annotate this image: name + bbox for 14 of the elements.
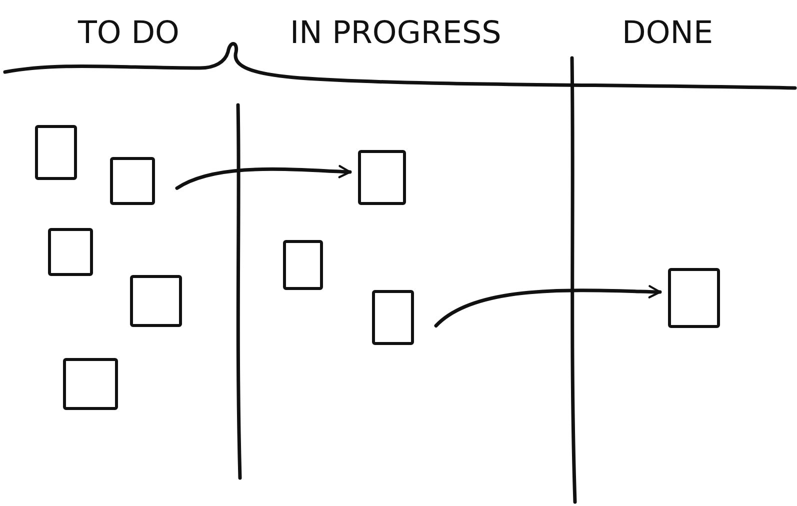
sticky-note-box [110,157,155,205]
column-heading: IN PROGRESS [290,18,502,49]
sticky-note-box [63,358,118,410]
sticky-note-box [48,228,93,276]
sticky-note-box [668,268,720,328]
sticky-note-box [283,240,323,290]
column-heading: DONE [622,18,714,49]
sticky-note-box [372,290,414,345]
sticky-note-box [130,275,182,327]
sticky-note-box [35,125,77,180]
sticky-note-box [358,150,406,205]
arrow [434,285,662,328]
column-heading: TO DO [78,18,180,49]
arrow [175,164,352,190]
